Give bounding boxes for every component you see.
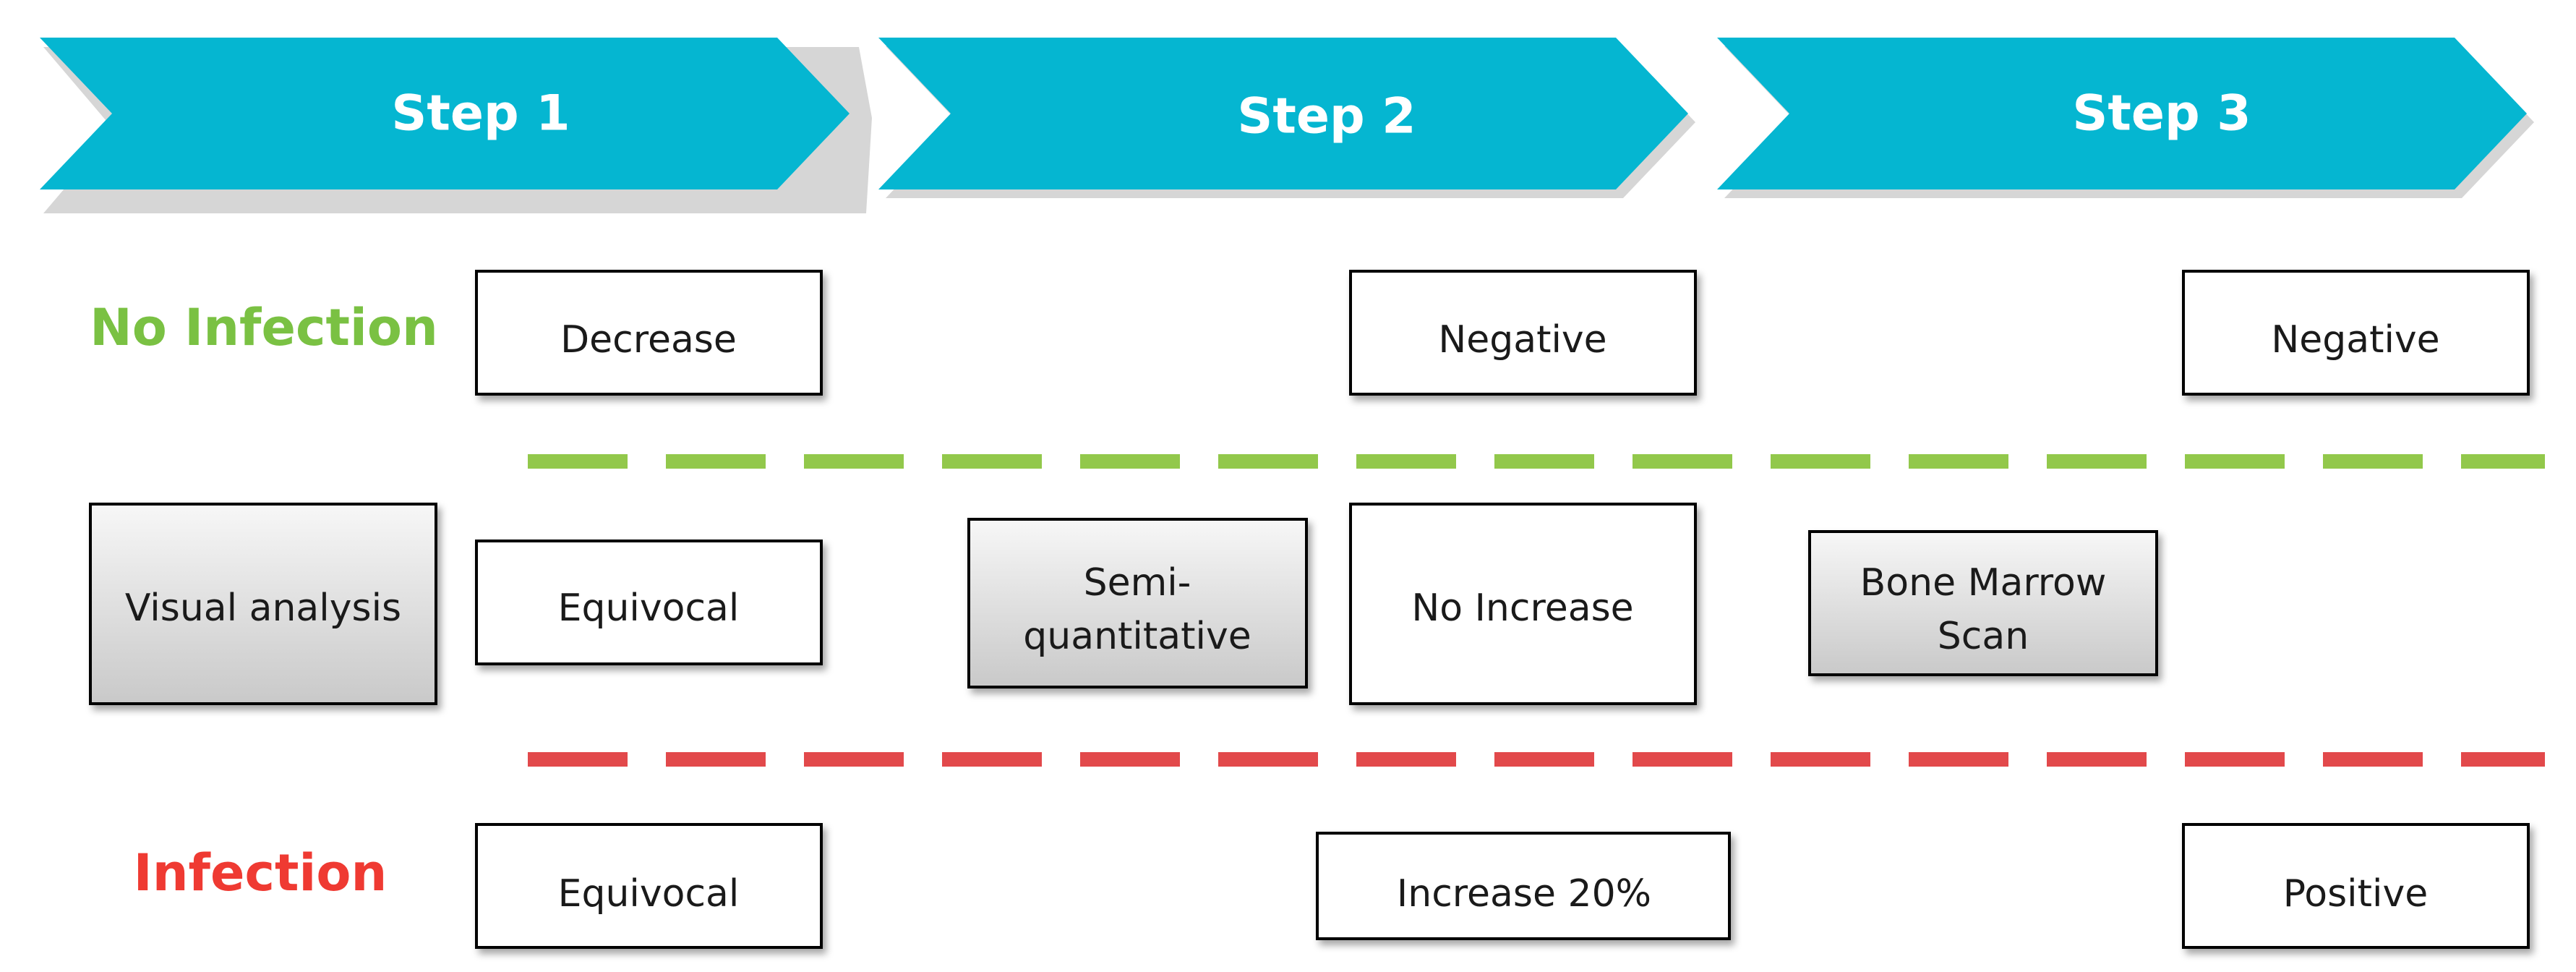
method-semi-quantitative-line1: Semi-	[1084, 561, 1191, 605]
result-negative-step3-text: Negative	[2271, 318, 2439, 362]
result-box-negative-step3: Negative	[2182, 270, 2530, 396]
no-infection-label: No Infection	[90, 298, 438, 357]
method-box-bone-marrow-scan: Bone Marrow Scan	[1808, 530, 2158, 676]
infection-label: Infection	[134, 843, 388, 903]
result-box-equivocal-middle: Equivocal	[475, 540, 823, 665]
result-negative-step2-text: Negative	[1438, 318, 1606, 362]
result-box-decrease: Decrease	[475, 270, 823, 396]
result-box-equivocal-infection: Equivocal	[475, 823, 823, 949]
method-box-visual-analysis: Visual analysis	[89, 503, 437, 705]
result-no-increase-text: No Increase	[1411, 587, 1633, 630]
result-box-positive: Positive	[2182, 823, 2530, 949]
result-box-negative-step2: Negative	[1349, 270, 1697, 396]
step-chevron-2: Step 2	[878, 38, 1695, 198]
method-bone-marrow-line1: Bone Marrow	[1860, 561, 2107, 605]
step-chevron-1: Step 1	[40, 38, 872, 213]
method-semi-quantitative-line2: quantitative	[1023, 615, 1251, 658]
step-2-label: Step 2	[1237, 88, 1416, 145]
step-1-label: Step 1	[391, 85, 570, 142]
result-positive-text: Positive	[2283, 872, 2428, 916]
result-equivocal-infection-text: Equivocal	[558, 872, 740, 916]
result-box-increase-20: Increase 20%	[1316, 832, 1731, 940]
method-visual-analysis-text: Visual analysis	[125, 587, 401, 630]
result-equivocal-middle-text: Equivocal	[558, 587, 740, 630]
step-chevron-3: Step 3	[1717, 38, 2534, 198]
result-decrease-text: Decrease	[560, 318, 737, 362]
method-box-semi-quantitative: Semi- quantitative	[967, 518, 1308, 688]
result-increase-20-text: Increase 20%	[1397, 872, 1651, 916]
step-3-label: Step 3	[2072, 85, 2251, 142]
result-box-no-increase: No Increase	[1349, 503, 1697, 705]
method-bone-marrow-line2: Scan	[1938, 615, 2029, 658]
